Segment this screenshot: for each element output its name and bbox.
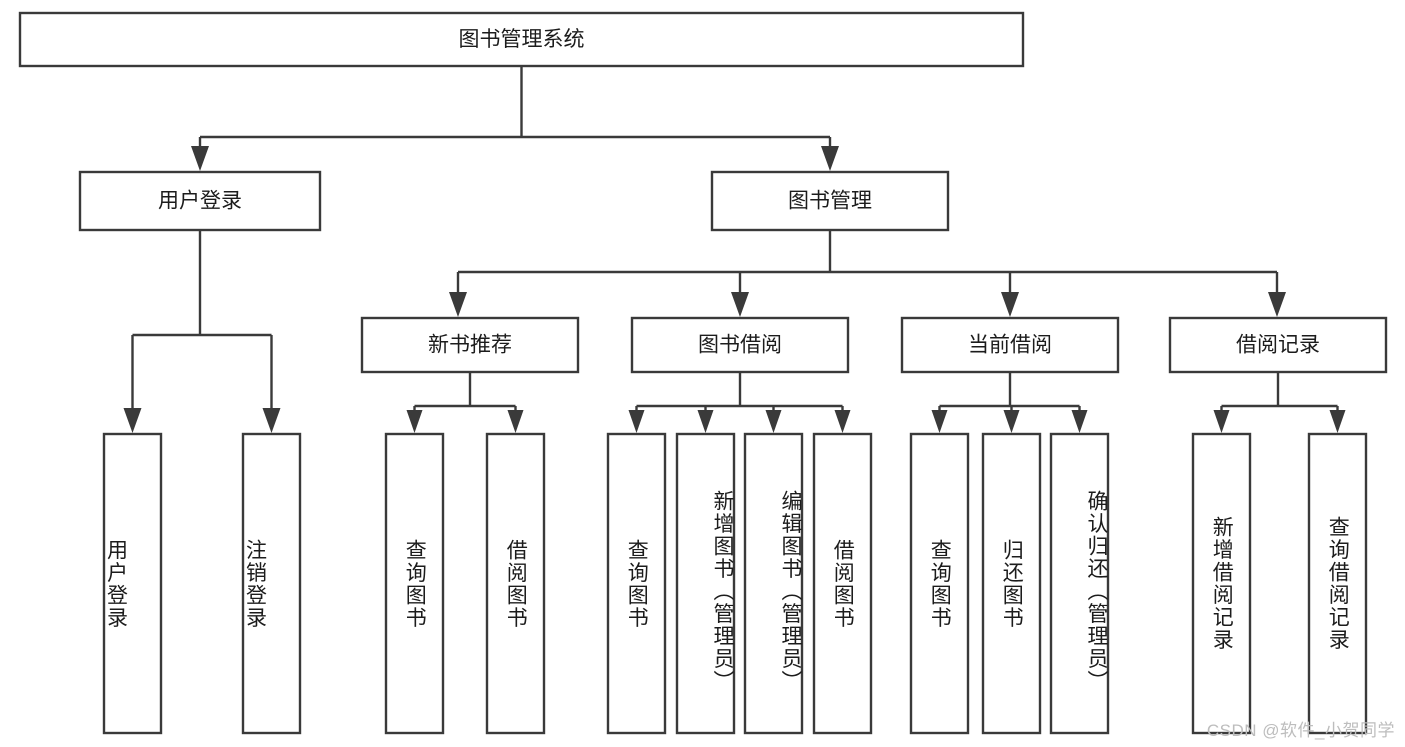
connector-new-book-recommend-to-leaves: [406, 372, 524, 433]
arrow-to-book-management: [821, 146, 839, 171]
arrow-to-leaf-return-book: [1003, 410, 1020, 433]
leaf-user-login-box[interactable]: [102, 432, 163, 735]
book-management-label: 图书管理: [788, 190, 872, 213]
leaf-user-login-node[interactable]: [102, 432, 163, 735]
connector-user-login-to-leaves: [123, 230, 281, 433]
connector-current-borrow-to-leaves: [931, 372, 1088, 433]
arrow-to-leaf-query-book-1: [406, 410, 423, 433]
new-book-recommend-node[interactable]: 新书推荐: [360, 316, 580, 374]
leaf-return-book-box[interactable]: [981, 432, 1042, 735]
arrow-to-leaf-query-record: [1329, 410, 1346, 433]
connector-borrow-record-to-leaves: [1213, 372, 1346, 433]
arrow-to-leaf-query-book-2: [628, 410, 645, 433]
csdn-watermark: CSDN @软件_小贺同学: [1206, 721, 1395, 740]
leaf-query-book-2-box[interactable]: [606, 432, 667, 735]
leaf-add-book-node[interactable]: [675, 432, 736, 735]
leaf-add-book-box[interactable]: [675, 432, 736, 735]
leaf-query-record-box[interactable]: [1307, 432, 1368, 735]
leaf-borrow-book-2-box[interactable]: [812, 432, 873, 735]
borrow-record-box[interactable]: [1168, 316, 1388, 374]
arrow-to-leaf-user-login: [123, 408, 142, 433]
new-book-recommend-box[interactable]: [360, 316, 580, 374]
arrow-to-leaf-confirm-return: [1071, 410, 1088, 433]
current-borrow-box[interactable]: [900, 316, 1120, 374]
book-management-node[interactable]: 图书管理: [710, 170, 950, 232]
leaf-query-record-node[interactable]: [1307, 432, 1368, 735]
leaf-return-book-node[interactable]: [981, 432, 1042, 735]
arrow-to-user-login: [191, 146, 209, 171]
leaf-add-record-box[interactable]: [1191, 432, 1252, 735]
connector-root-to-level2: [191, 66, 839, 171]
arrow-to-book-borrow: [731, 292, 749, 317]
arrow-to-leaf-edit-book: [765, 410, 782, 433]
arrow-to-leaf-query-book-3: [931, 410, 948, 433]
user-login-node[interactable]: 用户登录: [78, 170, 322, 232]
book-management-box[interactable]: [710, 170, 950, 232]
leaf-borrow-book-2-node[interactable]: [812, 432, 873, 735]
arrow-to-borrow-record: [1268, 292, 1286, 317]
arrow-to-leaf-borrow-book-1: [507, 410, 524, 433]
arrow-to-new-book-recommend: [449, 292, 467, 317]
user-login-box[interactable]: [78, 170, 322, 232]
root-title-node: 图书管理系统: [18, 11, 1025, 68]
book-borrow-node[interactable]: 图书借阅: [630, 316, 850, 374]
connector-book-borrow-to-leaves: [628, 372, 851, 433]
current-borrow-label: 当前借阅: [968, 334, 1052, 357]
root-title-label: 图书管理系统: [459, 28, 585, 51]
leaf-query-book-3-box[interactable]: [909, 432, 970, 735]
leaf-borrow-book-1-node[interactable]: [485, 432, 546, 735]
user-login-label: 用户登录: [158, 190, 242, 213]
connector-book-management-to-level3: [449, 230, 1286, 317]
leaf-confirm-return-node[interactable]: [1049, 432, 1110, 735]
leaf-query-book-3-node[interactable]: [909, 432, 970, 735]
book-borrow-box[interactable]: [630, 316, 850, 374]
borrow-record-node[interactable]: 借阅记录: [1168, 316, 1388, 374]
leaf-logout-login-node[interactable]: [241, 432, 302, 735]
borrow-record-label: 借阅记录: [1236, 334, 1320, 357]
leaf-edit-book-box[interactable]: [743, 432, 804, 735]
leaf-add-record-node[interactable]: [1191, 432, 1252, 735]
new-book-recommend-label: 新书推荐: [428, 334, 512, 357]
current-borrow-node[interactable]: 当前借阅: [900, 316, 1120, 374]
arrow-to-current-borrow: [1001, 292, 1019, 317]
leaf-confirm-return-box[interactable]: [1049, 432, 1110, 735]
leaf-query-book-2-node[interactable]: [606, 432, 667, 735]
arrow-to-leaf-add-record: [1213, 410, 1230, 433]
arrow-to-leaf-add-book: [697, 410, 714, 433]
arrow-to-leaf-logout-login: [262, 408, 281, 433]
leaf-borrow-book-1-box[interactable]: [485, 432, 546, 735]
leaf-edit-book-node[interactable]: [743, 432, 804, 735]
leaf-logout-login-box[interactable]: [241, 432, 302, 735]
leaf-query-book-1-box[interactable]: [384, 432, 445, 735]
book-borrow-label: 图书借阅: [698, 334, 782, 357]
root-title-box: [18, 11, 1025, 68]
arrow-to-leaf-borrow-book-2: [834, 410, 851, 433]
leaf-query-book-1-node[interactable]: [384, 432, 445, 735]
